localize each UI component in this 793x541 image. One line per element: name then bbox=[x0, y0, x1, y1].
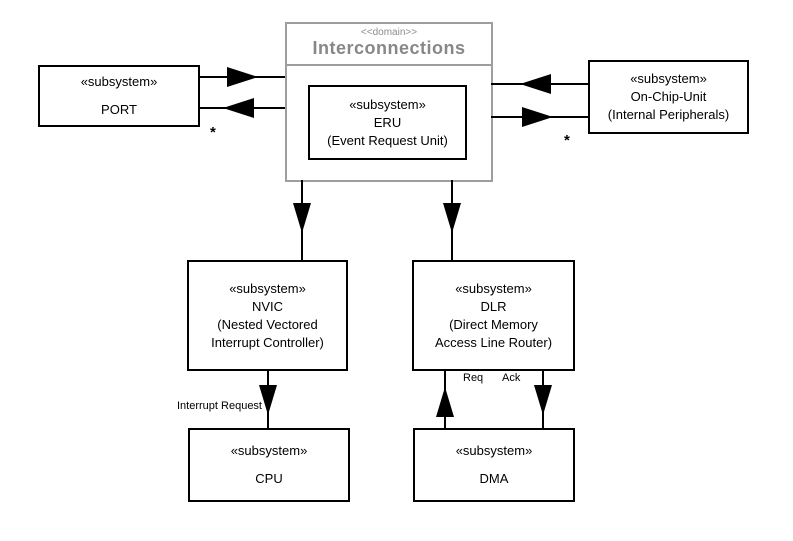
multiplicity-star-onchip: * bbox=[564, 132, 570, 149]
stereotype-label: «subsystem» bbox=[455, 443, 533, 458]
subsystem-box-nvic: «subsystem» NVIC (Nested Vectored Interr… bbox=[187, 260, 348, 371]
subsystem-name: ERU bbox=[373, 114, 402, 130]
arrowhead-left-icon bbox=[520, 74, 551, 94]
stereotype-label: «subsystem» bbox=[229, 280, 306, 296]
stereotype-label: «subsystem» bbox=[349, 96, 426, 112]
subsystem-name: DMA bbox=[479, 471, 509, 486]
domain-stereotype-label: <<domain>> bbox=[360, 27, 418, 38]
arrowhead-down-icon bbox=[443, 203, 461, 233]
arrowhead-up-icon bbox=[436, 387, 454, 417]
arrowhead-down-icon bbox=[534, 385, 552, 415]
diagram-title: Interconnections bbox=[312, 38, 466, 58]
subsystem-box-port: «subsystem» PORT bbox=[38, 65, 200, 127]
edge-label-interrupt-request: Interrupt Request bbox=[177, 400, 262, 412]
subsystem-detail: (Direct Memory Access Line Router) bbox=[434, 316, 553, 350]
subsystem-name: On-Chip-Unit bbox=[630, 89, 707, 104]
arrowhead-right-icon bbox=[227, 67, 258, 87]
subsystem-detail: (Nested Vectored Interrupt Controller) bbox=[211, 316, 324, 350]
subsystem-box-on-chip-unit: «subsystem» On-Chip-Unit (Internal Perip… bbox=[588, 60, 749, 134]
multiplicity-star-port: * bbox=[210, 124, 216, 141]
subsystem-name: NVIC bbox=[251, 298, 284, 314]
arrowhead-left-icon bbox=[223, 98, 254, 118]
arrowhead-down-icon bbox=[259, 385, 277, 415]
stereotype-label: «subsystem» bbox=[455, 280, 532, 296]
stereotype-label: «subsystem» bbox=[630, 71, 707, 86]
stereotype-label: «subsystem» bbox=[230, 443, 308, 458]
subsystem-name: PORT bbox=[101, 102, 137, 117]
subsystem-box-dlr: «subsystem» DLR (Direct Memory Access Li… bbox=[412, 260, 575, 371]
stereotype-label: «subsystem» bbox=[80, 74, 158, 89]
edge-label-ack: Ack bbox=[502, 372, 521, 384]
subsystem-box-eru: «subsystem» ERU (Event Request Unit) bbox=[308, 85, 467, 160]
subsystem-detail: (Event Request Unit) bbox=[327, 132, 448, 148]
subsystem-detail: (Internal Peripherals) bbox=[607, 107, 730, 122]
edge-label-req: Req bbox=[463, 372, 484, 384]
subsystem-box-cpu: «subsystem» CPU bbox=[188, 428, 350, 502]
subsystem-name: CPU bbox=[255, 471, 283, 486]
domain-title-compartment: <<domain>> Interconnections bbox=[287, 24, 491, 66]
subsystem-box-dma: «subsystem» DMA bbox=[413, 428, 575, 502]
subsystem-name: DLR bbox=[480, 298, 507, 314]
arrowhead-down-icon bbox=[293, 203, 311, 233]
arrowhead-right-icon bbox=[522, 107, 553, 127]
